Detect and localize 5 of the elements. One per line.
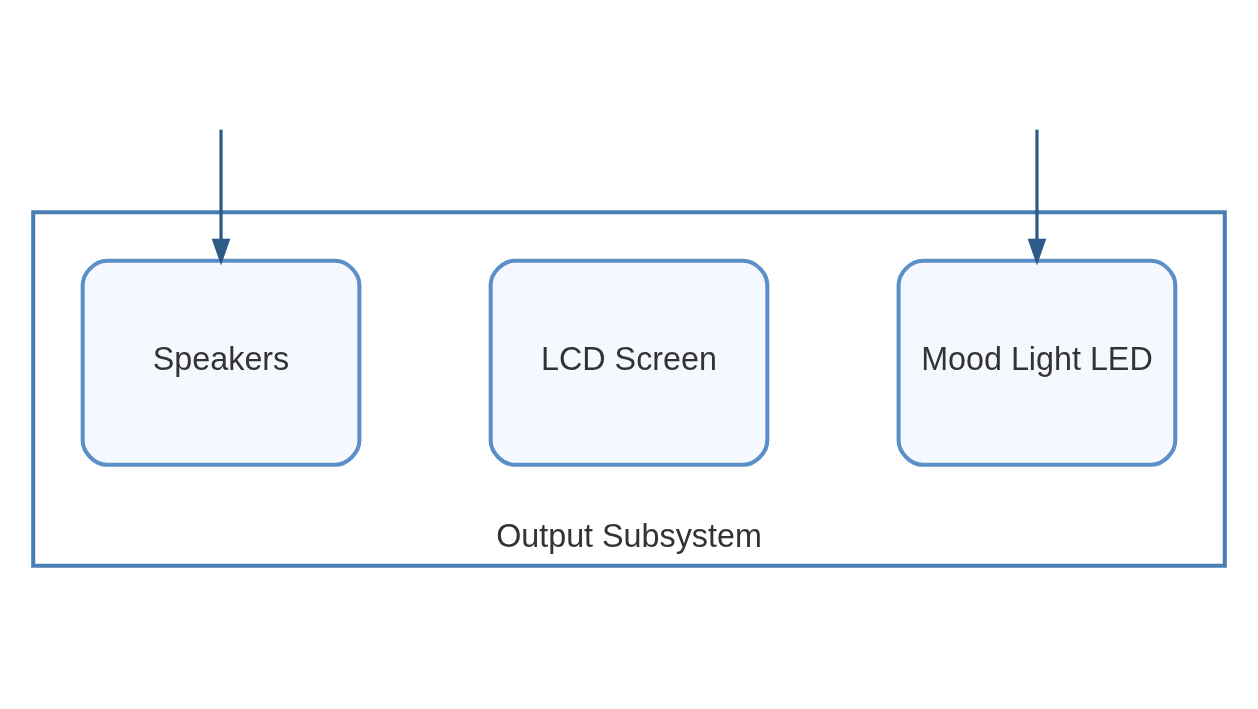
node-box: LCD Screen xyxy=(488,258,770,467)
node-box: Speakers xyxy=(80,258,362,467)
arrow xyxy=(211,129,231,265)
arrow xyxy=(1027,129,1047,265)
node-box: Mood Light LED xyxy=(896,258,1178,467)
